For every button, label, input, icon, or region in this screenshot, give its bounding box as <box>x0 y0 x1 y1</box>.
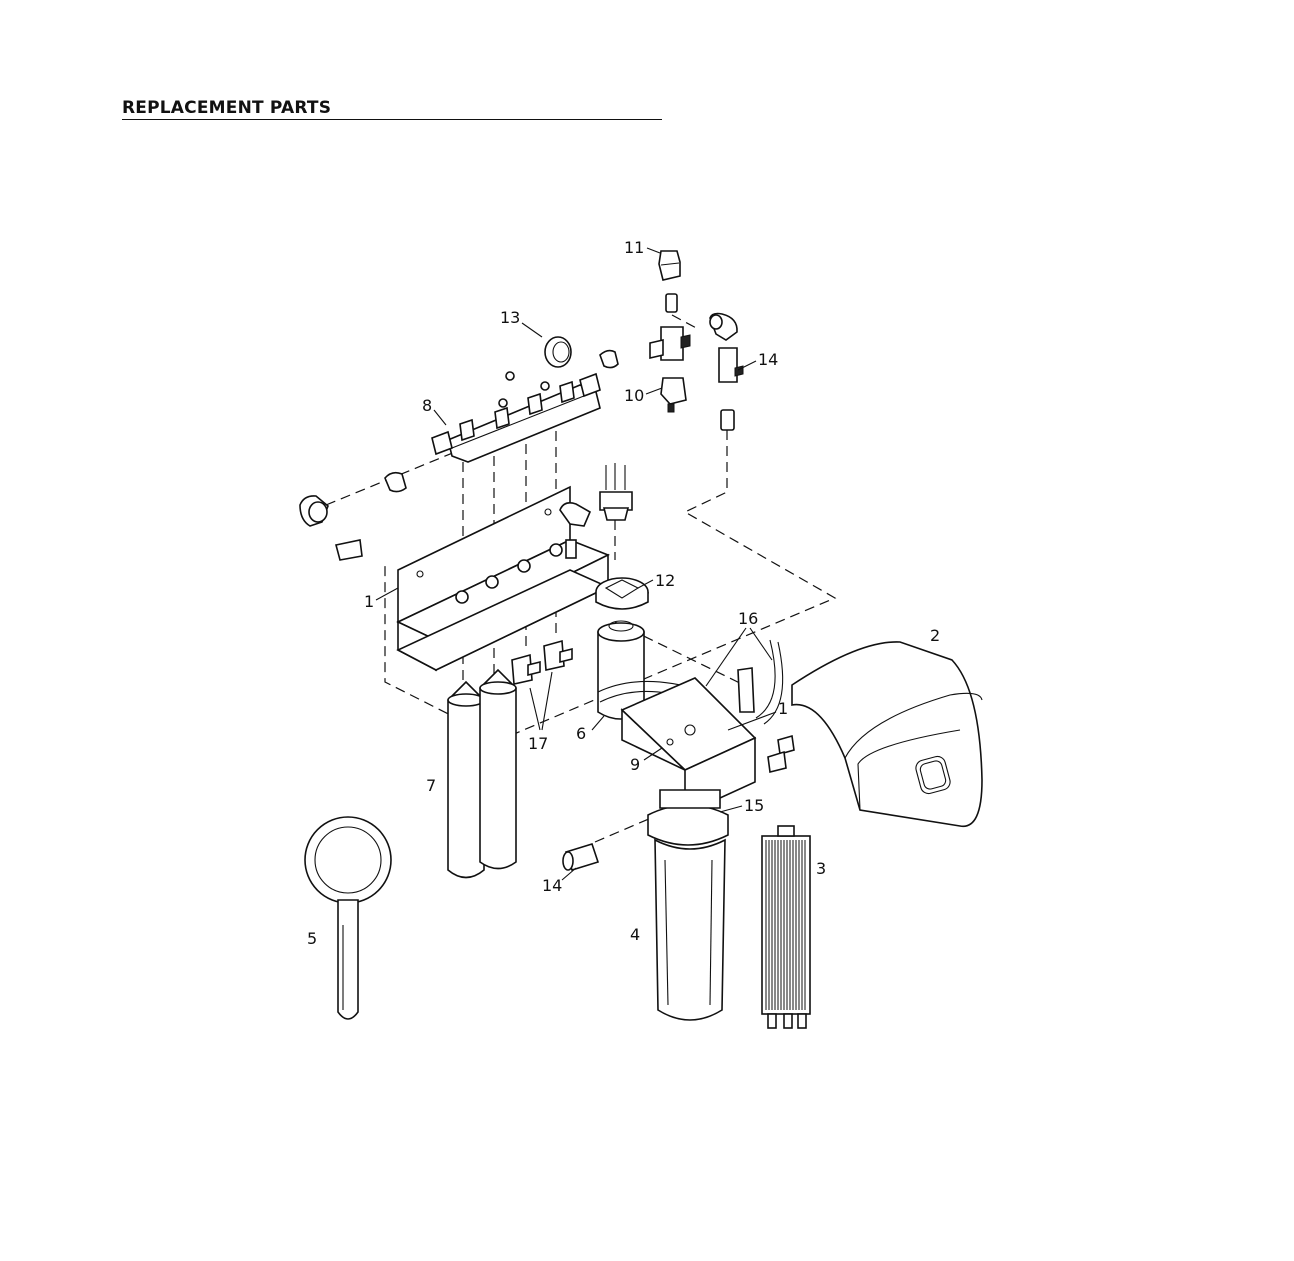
callout-1-right: 1 <box>778 699 788 718</box>
callout-15: 15 <box>744 796 764 815</box>
part-4-housing <box>647 789 729 1021</box>
callout-16: 16 <box>738 609 758 628</box>
callout-14-top: 14 <box>758 350 778 369</box>
page-heading: REPLACEMENT PARTS <box>122 98 662 120</box>
callout-2: 2 <box>930 626 940 645</box>
part-10-tee-valve <box>649 326 691 413</box>
callout-12: 12 <box>655 571 675 590</box>
part-5-wrench <box>304 816 392 1020</box>
part-8-manifold <box>384 371 601 493</box>
callout-labels: 11 13 8 10 14 12 1 2 16 1 6 17 9 7 15 3 … <box>307 238 940 948</box>
callout-7: 7 <box>426 776 436 795</box>
callout-13: 13 <box>500 308 520 327</box>
part-6-small-filter <box>597 620 645 720</box>
part-14-lower-valve <box>562 843 600 871</box>
part-3-pleated-cartridge <box>761 825 811 1029</box>
callout-10: 10 <box>624 386 644 405</box>
callout-8: 8 <box>422 396 432 415</box>
callout-17: 17 <box>528 734 548 753</box>
part-2-cover <box>791 641 983 828</box>
left-elbow-fitting <box>299 495 363 561</box>
part-12-head-assembly <box>559 463 649 610</box>
callout-leaders <box>375 247 777 881</box>
callout-9: 9 <box>630 755 640 774</box>
callout-6: 6 <box>576 724 586 743</box>
elbow-fitting-right <box>767 734 795 773</box>
part-17-valves <box>511 639 573 685</box>
callout-3: 3 <box>816 859 826 878</box>
callout-5: 5 <box>307 929 317 948</box>
part-13-knob <box>544 336 619 369</box>
part-1-mounting-bracket <box>396 485 610 672</box>
part-7-filter-cartridges <box>447 668 517 879</box>
callout-1-left: 1 <box>364 592 374 611</box>
callout-11: 11 <box>624 238 644 257</box>
callout-4: 4 <box>630 925 640 944</box>
part-14-elbow-valve <box>709 312 744 431</box>
part-11-fitting <box>658 250 681 313</box>
callout-14-bottom: 14 <box>542 876 562 895</box>
